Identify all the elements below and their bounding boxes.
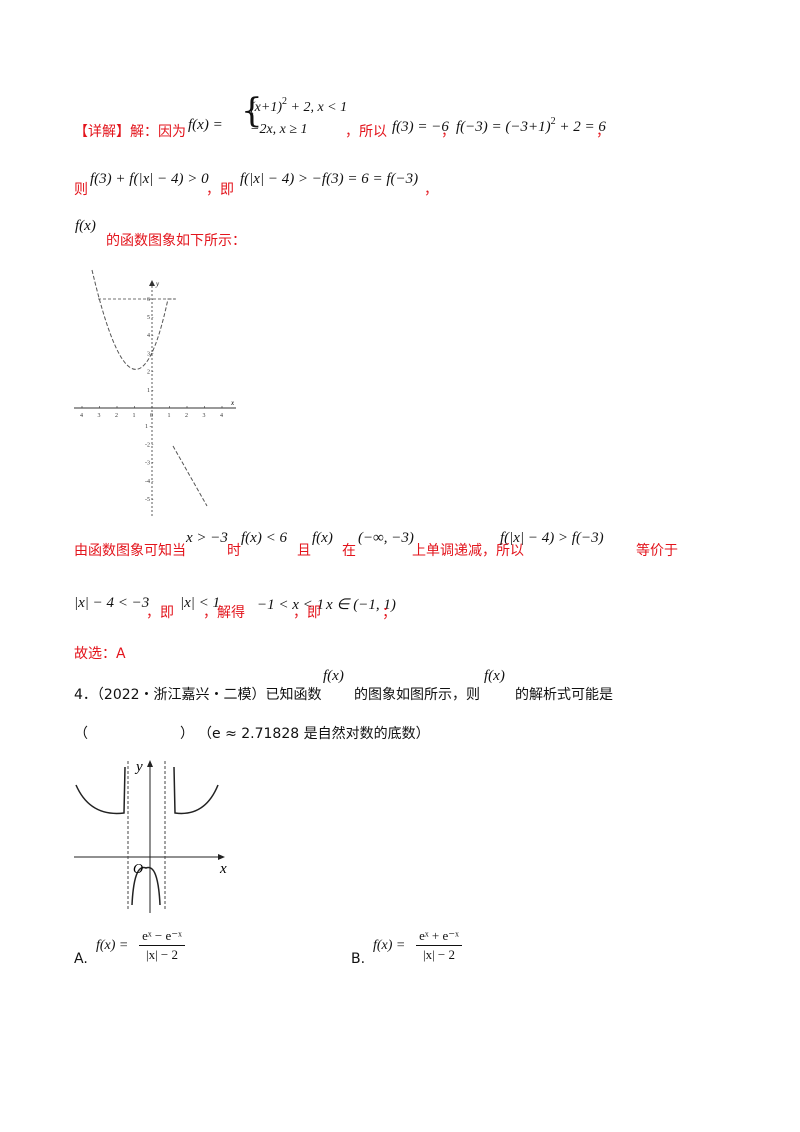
case-2: −2x, x ≥ 1 xyxy=(250,122,308,137)
y-tick-label: 5 - xyxy=(147,315,154,321)
solution-range: −1 < x < 1 xyxy=(257,597,325,613)
solve-text-3: ，即 xyxy=(293,605,321,621)
inequality-2: f(|x| − 4) > −f(3) = 6 = f(−3) xyxy=(240,171,419,187)
piecewise-function: f(x) = { (x+1)2 + 2, x < 1 −2x, x ≥ 1 xyxy=(188,91,348,144)
y-tick-label: 3 - xyxy=(147,351,154,357)
answer-paren-close: ） xyxy=(180,726,194,742)
ji-text: ，即 xyxy=(206,182,234,198)
y-tick-label: 1 - xyxy=(145,424,152,430)
option-a-denominator: |x| − 2 xyxy=(145,947,179,962)
question-fx-1: f(x) xyxy=(323,668,344,684)
option-b-letter[interactable]: B. xyxy=(351,951,366,967)
solve-text-4: ； xyxy=(382,605,396,621)
parabola-branch xyxy=(91,269,175,370)
curve-left xyxy=(75,766,126,815)
x-axis-label: x xyxy=(230,399,235,407)
question-mid: 的图象如图所示，则 xyxy=(354,687,480,703)
separator: ， xyxy=(441,124,455,140)
detail-label: 【详解】解：因为 xyxy=(74,124,186,140)
x-tick-label: 3 xyxy=(203,413,206,419)
answer-paren-open: （ xyxy=(74,726,88,742)
option-b-lhs: f(x) = xyxy=(373,938,406,953)
question-end: 的解析式可能是 xyxy=(515,687,613,703)
y-tick-label: 2 - xyxy=(147,370,154,376)
y-tick-label: 1 - xyxy=(147,388,154,394)
fx-label: f(x) xyxy=(75,218,96,234)
f-minus3-value: f(−3) = (−3+1)2 + 2 = 6 xyxy=(456,116,606,136)
fm3-base: f(−3) = (−3+1) xyxy=(456,119,551,135)
fm3-exp: 2 xyxy=(550,116,556,127)
conclusion-text-6: 等价于 xyxy=(636,543,678,559)
curve-right xyxy=(173,766,219,815)
cond-x-gt: x > −3 xyxy=(186,530,228,546)
y-tick-label: -4 - xyxy=(145,479,154,485)
x-tick-label: 4 xyxy=(80,413,83,419)
case-1-rest: + 2, x < 1 xyxy=(287,100,348,115)
ze-text: 则 xyxy=(74,182,88,198)
y-tick-label: -3 - xyxy=(145,461,154,467)
cond-inequality: f(|x| − 4) > f(−3) xyxy=(500,530,604,546)
line1-end: ， xyxy=(596,124,610,140)
fm3-rest: + 2 = 6 xyxy=(555,119,606,135)
ineq-abs: |x| − 4 < −3 xyxy=(74,595,150,611)
x-tick-label: 1 xyxy=(133,413,136,419)
graph-intro-text: 的函数图象如下所示： xyxy=(106,233,246,249)
cond-fx: f(x) xyxy=(312,530,333,546)
inequality-1: f(3) + f(|x| − 4) > 0 xyxy=(90,171,209,187)
y-arrow-icon xyxy=(149,280,155,286)
function-graph-1: x y 4 3 2 1 0 1 2 3 4 6 - 5 - 4 - 3 - 2 - 1 - 1 - -2 - -… xyxy=(74,269,236,516)
fx-lhs: f(x) = xyxy=(188,117,223,133)
y-tick-labels: 6 - 5 - 4 - 3 - 2 - 1 - 1 - -2 - -3 - -4 - -5 - xyxy=(145,297,154,503)
conclusion-text-5: 上单调递减，所以 xyxy=(412,543,524,559)
cond-fx-lt: f(x) < 6 xyxy=(241,530,287,546)
option-b-denominator: |x| − 2 xyxy=(422,947,456,962)
so-text: ，所以 xyxy=(345,124,387,140)
y-tick-label: -5 - xyxy=(145,497,154,503)
answer-text: 故选：A xyxy=(74,646,126,662)
e-note: （e ≈ 2.71828 是自然对数的底数） xyxy=(198,726,430,742)
option-a-letter[interactable]: A. xyxy=(74,951,88,967)
brace-glyph: { xyxy=(241,91,263,131)
x-tick-labels: 4 3 2 1 0 1 2 3 4 xyxy=(80,406,223,419)
case-1-base: (x+1) xyxy=(250,100,282,115)
x-tick-label: 2 xyxy=(185,413,188,419)
cond-interval: (−∞, −3) xyxy=(358,530,414,546)
conclusion-text-3: 且 xyxy=(297,543,311,559)
y-tick-label: 6 - xyxy=(147,297,154,303)
conclusion-text-1: 由函数图象可知当 xyxy=(74,543,186,559)
line2-end: ， xyxy=(424,182,438,198)
conclusion-text-2: 时 xyxy=(227,543,241,559)
x-tick-label: 3 xyxy=(98,413,101,419)
option-b-numerator: eˣ + e⁻ˣ xyxy=(416,928,462,946)
x-tick-label: 4 xyxy=(220,413,223,419)
y-axis-label: y xyxy=(134,759,143,775)
y-axis-label: y xyxy=(155,280,160,288)
question-intro: 4．（2022・浙江嘉兴・二模）已知函数 xyxy=(74,687,322,703)
solution-set: x ∈ (−1, 1) xyxy=(326,597,396,613)
x-axis-label: x xyxy=(219,861,227,877)
x-arrow-icon xyxy=(218,854,225,860)
solve-text-1: ，即 xyxy=(146,605,174,621)
y-tick-label: 4 - xyxy=(147,333,154,339)
option-a-lhs: f(x) = xyxy=(96,938,129,953)
ineq-abs-lt1: |x| < 1 xyxy=(180,595,221,611)
linear-branch xyxy=(172,445,208,507)
option-a-fraction: eˣ − e⁻ˣ |x| − 2 xyxy=(139,928,185,963)
question-fx-2: f(x) xyxy=(484,668,505,684)
f3-value: f(3) = −6 xyxy=(392,119,449,135)
curve-middle xyxy=(131,866,161,906)
y-arrow-icon xyxy=(147,760,153,767)
x-tick-label: 2 xyxy=(115,413,118,419)
origin-label: O xyxy=(133,862,143,877)
solve-text-2: ，解得 xyxy=(203,605,245,621)
case-1-exp: 2 xyxy=(282,96,287,107)
conclusion-text-4: 在 xyxy=(342,543,356,559)
case-1: (x+1)2 + 2, x < 1 xyxy=(250,96,348,116)
y-tick-label: -2 - xyxy=(145,442,154,448)
option-b-fraction: eˣ + e⁻ˣ |x| − 2 xyxy=(416,928,462,963)
function-graph-2: y x O xyxy=(74,759,227,913)
x-tick-label: 0 xyxy=(150,413,153,419)
option-a-numerator: eˣ − e⁻ˣ xyxy=(139,928,185,946)
x-tick-label: 1 xyxy=(168,413,171,419)
